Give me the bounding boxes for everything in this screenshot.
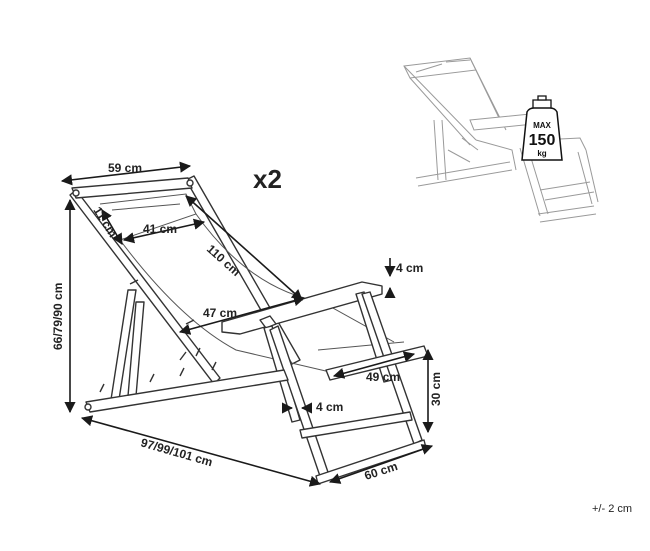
dimension-lines	[60, 161, 434, 487]
dim-total-height-label: 66/79/90 cm	[51, 283, 65, 350]
main-chair-drawing	[69, 175, 429, 485]
dim-leg-thickness-label: 4 cm	[316, 400, 343, 414]
dim-seat-width-label: 49 cm	[366, 370, 400, 384]
reference-chair-small	[403, 57, 599, 223]
weight-max-label: MAX	[533, 121, 551, 130]
weight-unit: kg	[537, 149, 546, 158]
tolerance-note: +/- 2 cm	[592, 503, 632, 515]
quantity-label: x2	[253, 164, 282, 194]
dim-armrest-length-label: 47 cm	[203, 306, 237, 320]
dim-arm-height-label: 30 cm	[429, 372, 443, 406]
dim-top-width-label: 59 cm	[108, 161, 142, 175]
dim-depth-label: 97/99/101 cm	[139, 435, 214, 469]
dim-headrest-width-label: 41 cm	[143, 222, 177, 236]
weight-limit-icon: MAX 150 kg	[521, 95, 563, 161]
dim-armrest-thickness-label: 4 cm	[396, 261, 423, 275]
weight-value: 150	[529, 132, 556, 149]
